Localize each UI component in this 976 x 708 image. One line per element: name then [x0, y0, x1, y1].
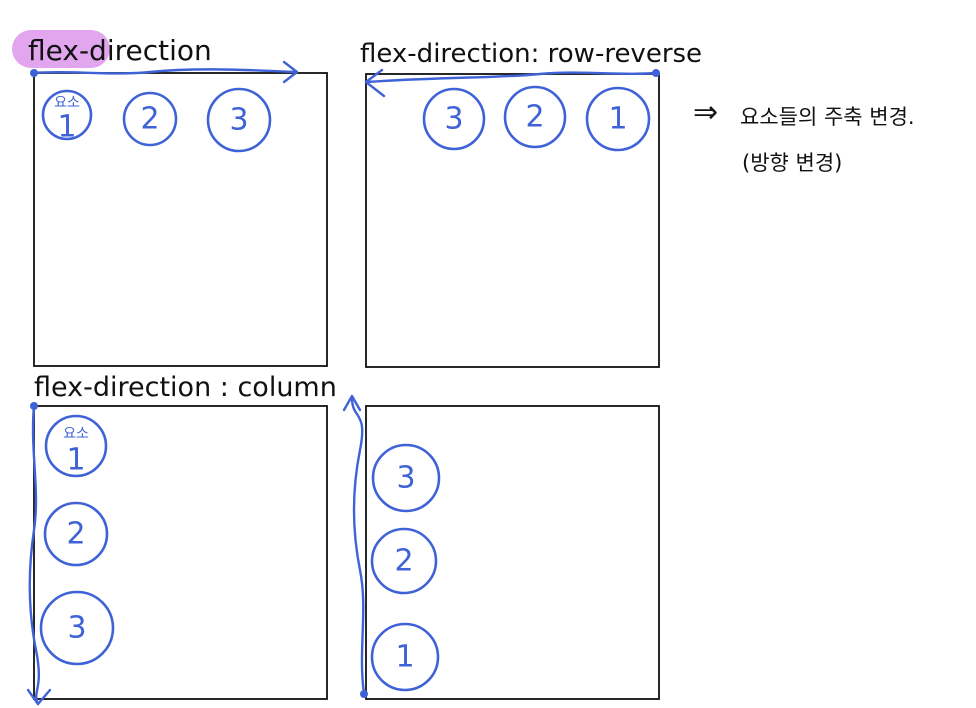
annotation-line-2: (방향 변경) [742, 151, 842, 175]
main-axis-arrow [350, 396, 366, 696]
arrow-head-icon [26, 688, 52, 706]
item-circle [206, 87, 272, 153]
flex-item: 요소 1 [44, 414, 108, 478]
item-label: 2 [525, 100, 544, 135]
panel-column-box [33, 405, 328, 700]
item-label: 1 [57, 110, 76, 145]
item-label: 1 [395, 640, 414, 675]
item-circle [370, 622, 440, 692]
item-circle [41, 89, 93, 141]
item-label: 1 [66, 443, 85, 478]
panel-column-reverse: 3 2 1 [342, 394, 660, 700]
flex-item: 2 [370, 527, 438, 595]
item-label: 3 [67, 611, 86, 646]
main-axis-arrow [32, 68, 298, 75]
flex-item: 3 [422, 87, 486, 151]
item-circle [585, 86, 651, 152]
item-circle [39, 590, 115, 666]
axis-start-dot [360, 690, 368, 698]
flex-item: 2 [122, 91, 178, 147]
flex-item: 1 [370, 622, 440, 692]
panel-row-reverse-box [365, 73, 660, 368]
main-axis-arrow [28, 404, 40, 706]
item-circle [371, 443, 441, 513]
flex-item: 3 [206, 87, 272, 153]
arrow-head-icon [364, 68, 386, 98]
panel-column-reverse-box [365, 405, 660, 700]
flex-item: 2 [503, 85, 567, 149]
title-highlight [12, 30, 110, 68]
item-label: 2 [394, 544, 413, 579]
main-axis-arrow [364, 71, 658, 84]
item-label: 1 [608, 102, 627, 137]
annotation: ⇒ 요소들의 주축 변경. (방향 변경) [693, 95, 915, 175]
annotation-line-1: 요소들의 주축 변경. [740, 105, 915, 129]
item-circle [44, 414, 108, 478]
item-label: 3 [396, 461, 415, 496]
axis-start-dot [30, 402, 38, 410]
item-circle [122, 91, 178, 147]
axis-start-dot [652, 69, 660, 77]
panel-row-box [33, 72, 328, 367]
item-label: 3 [229, 103, 248, 138]
panel-column: flex-direction : column 요소 1 2 3 [26, 372, 337, 706]
flex-item: 1 [585, 86, 651, 152]
axis-start-dot [30, 69, 38, 77]
item-circle [43, 501, 109, 567]
item-circle [370, 527, 438, 595]
item-label: 3 [444, 102, 463, 137]
panel-row: flex-direction 요소 1 2 3 [28, 34, 328, 367]
panel-column-title: flex-direction : column [34, 372, 337, 403]
item-note: 요소 [63, 426, 89, 442]
panel-row-reverse-title: flex-direction: row-reverse [360, 39, 702, 69]
item-circle [503, 85, 567, 149]
item-note: 요소 [54, 95, 80, 111]
item-label: 2 [66, 517, 85, 552]
item-circle [422, 87, 486, 151]
panel-row-title: flex-direction [28, 34, 212, 67]
flex-item: 요소 1 [41, 89, 93, 145]
flex-item: 3 [371, 443, 441, 513]
implies-arrow-icon: ⇒ [693, 95, 718, 130]
panel-row-reverse: flex-direction: row-reverse 3 2 1 [360, 39, 702, 368]
flex-item: 2 [43, 501, 109, 567]
flex-item: 3 [39, 590, 115, 666]
item-label: 2 [140, 102, 159, 137]
arrow-head-icon [282, 60, 299, 84]
arrow-head-icon [342, 394, 362, 412]
